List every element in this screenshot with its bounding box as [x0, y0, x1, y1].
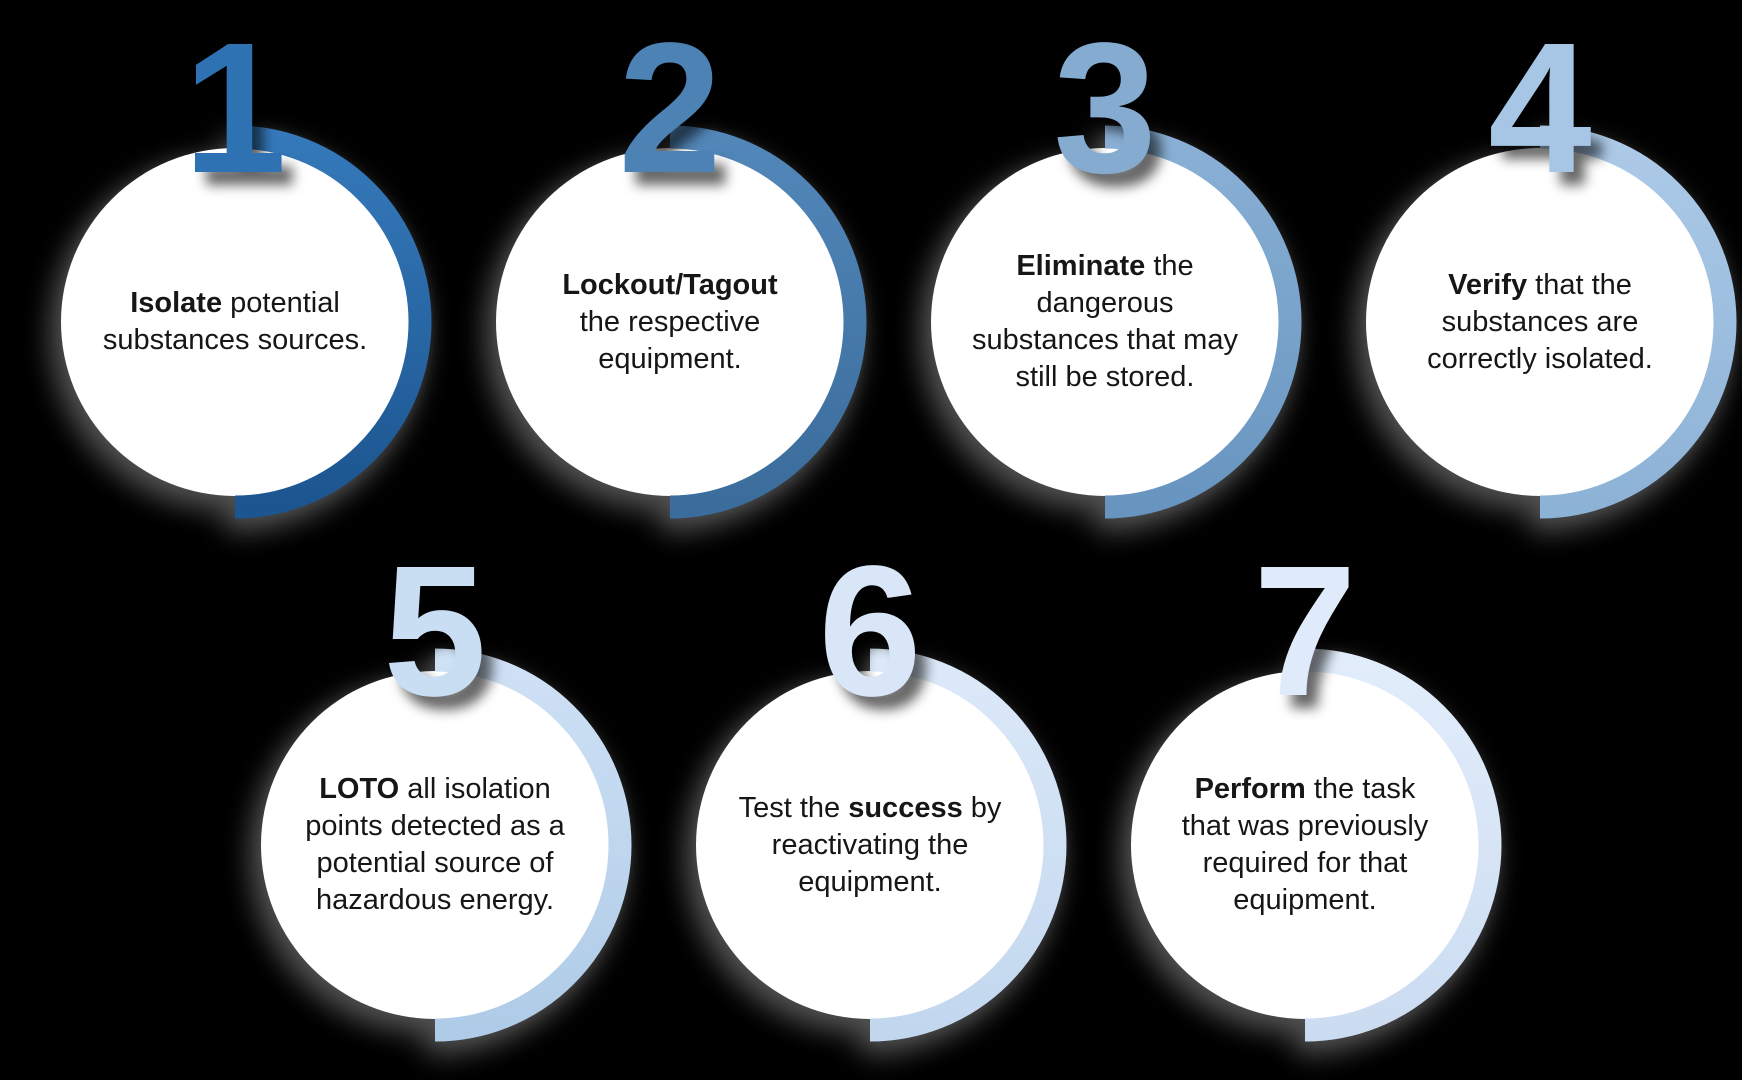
step-text-segment: Test the	[738, 791, 849, 824]
step-text-line: substances are	[1442, 304, 1639, 341]
step-text-line: Perform the task	[1195, 771, 1416, 808]
step-circle-graphic	[1131, 648, 1502, 1042]
step-circle-graphic	[1366, 125, 1737, 519]
step-text-line: hazardous energy.	[316, 882, 554, 919]
step-text-segment: hazardous energy.	[315, 884, 555, 916]
step-number: 7	[1253, 528, 1357, 735]
step-text-segment: substances are	[1441, 305, 1639, 338]
step-text: Lockout/Tagout the respective equipment.	[490, 142, 850, 502]
step-text-segment: potential	[222, 287, 340, 319]
step-text-segment: substances that may	[972, 324, 1238, 356]
step-text-line: Verify that the	[1448, 267, 1632, 304]
step-text-segment: substances sources.	[102, 324, 368, 356]
step-circle-graphic	[931, 125, 1302, 519]
step-text-line: reactivating the	[772, 827, 969, 864]
step-text-keyword: Perform	[1194, 773, 1306, 805]
step-text-keyword: LOTO	[319, 773, 400, 805]
step-disc	[931, 148, 1279, 496]
step-text-segment: required for that	[1202, 847, 1408, 879]
step-number: 1	[183, 5, 287, 212]
step-text-line: that was previously	[1182, 808, 1429, 845]
step-text-segment: by	[962, 791, 1002, 824]
step-text-line: points detected as a	[305, 808, 565, 845]
step-text-segment: equipment.	[1233, 884, 1377, 916]
step-text-line: the respective	[580, 304, 761, 341]
step-text-line: equipment.	[1233, 882, 1377, 919]
step-text-line: correctly isolated.	[1427, 341, 1653, 378]
step-text-segment: that was previously	[1181, 810, 1429, 842]
step-progress-arc	[434, 648, 632, 1042]
step-text-line: Isolate potential	[130, 285, 340, 322]
step-text-line: equipment.	[598, 341, 742, 378]
step-text-line: Eliminate the	[1016, 248, 1193, 285]
step-text-segment: reactivating the	[771, 828, 969, 861]
step-text-line: dangerous	[1036, 285, 1173, 322]
step-number: 5	[383, 528, 487, 735]
step-number: 6	[818, 528, 922, 735]
step-text-segment: correctly isolated.	[1427, 342, 1653, 375]
step-text-line: substances that may	[972, 322, 1238, 359]
step-progress-arc	[234, 125, 432, 519]
step-circle-graphic	[61, 125, 432, 519]
step-text-line: LOTO all isolation	[319, 771, 551, 808]
step-disc	[1366, 148, 1714, 496]
step-disc	[261, 671, 609, 1019]
step-number: 4	[1488, 5, 1592, 212]
step-progress-arc	[869, 648, 1067, 1042]
step-circle-graphic	[261, 648, 632, 1042]
step-disc	[61, 148, 409, 496]
step-text-segment: potential source of	[316, 847, 554, 879]
step-text-segment: points detected as a	[305, 810, 565, 842]
step-disc	[1131, 671, 1479, 1019]
step-number: 3	[1053, 5, 1157, 212]
step-text-line: Test the success by	[739, 790, 1002, 827]
step-number: 2	[618, 5, 722, 212]
step-text-line: still be stored.	[1016, 359, 1195, 396]
step-progress-arc	[1539, 125, 1737, 519]
step-disc	[496, 148, 844, 496]
step-text-line: potential source of	[317, 845, 554, 882]
step-text-line: substances sources.	[103, 322, 367, 359]
step-progress-arc	[1304, 648, 1502, 1042]
step-disc	[696, 671, 1044, 1019]
step-text-keyword: Verify	[1448, 268, 1528, 301]
step-text-keyword: success	[848, 791, 963, 824]
step-progress-arc	[1104, 125, 1302, 519]
step-circle-graphic	[496, 125, 867, 519]
step-text-segment: the respective	[579, 305, 761, 338]
step-text-keyword: Eliminate	[1016, 250, 1146, 282]
step-text-segment: dangerous	[1036, 287, 1174, 319]
step-progress-arc	[669, 125, 867, 519]
step-text-segment: all isolation	[399, 773, 551, 805]
step-text-keyword: Lockout/Tagout	[562, 268, 778, 301]
step-text-segment: the	[1145, 250, 1194, 282]
step-text-segment: that the	[1527, 268, 1632, 301]
step-text-line: equipment.	[798, 864, 942, 901]
step-text-keyword: Isolate	[130, 287, 223, 319]
step-text-segment: the task	[1305, 773, 1416, 805]
step-text-segment: still be stored.	[1015, 361, 1195, 393]
step-text-segment: equipment.	[798, 865, 942, 898]
step-circle-graphic	[696, 648, 1067, 1042]
step-text-segment: equipment.	[598, 342, 742, 375]
step-text-line: Lockout/Tagout	[562, 267, 777, 304]
step-text-line: required for that	[1203, 845, 1408, 882]
